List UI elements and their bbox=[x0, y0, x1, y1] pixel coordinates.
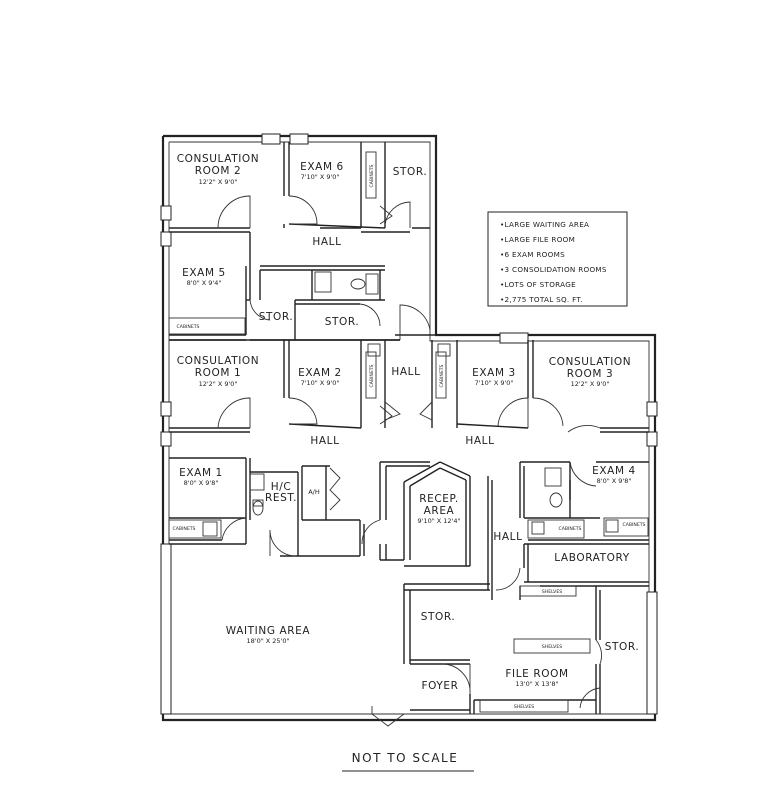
cabinets-label: CABINETS bbox=[369, 364, 375, 387]
consultation1-dimensions: 12'2" X 9'0" bbox=[199, 380, 238, 388]
windows bbox=[160, 133, 658, 715]
reception-name-line2: AREA bbox=[424, 505, 455, 517]
consultation1-name-line2: ROOM 1 bbox=[195, 367, 242, 379]
feature-item: •LARGE WAITING AREA bbox=[500, 220, 589, 229]
exam6-name: EXAM 6 bbox=[300, 161, 344, 173]
waiting-name: WAITING AREA bbox=[226, 625, 311, 637]
exam5-name: EXAM 5 bbox=[182, 267, 226, 279]
cabinets-label: CABINETS bbox=[559, 526, 582, 532]
exam5-dimensions: 8'0" X 9'4" bbox=[187, 279, 222, 287]
fixture-labels: CABINETS CABINETS CABINETS CABINETS CABI… bbox=[173, 164, 646, 710]
cabinets-label: CABINETS bbox=[439, 364, 445, 387]
consultation2-name-line2: ROOM 2 bbox=[195, 165, 242, 177]
reception-dimensions: 9'10" X 12'4" bbox=[418, 517, 461, 525]
exam1-name: EXAM 1 bbox=[179, 467, 223, 479]
cabinets-label: CABINETS bbox=[623, 522, 646, 528]
scale-note-text: NOT TO SCALE bbox=[352, 751, 459, 765]
hall-lower-name: HALL bbox=[493, 531, 522, 543]
laboratory-name: LABORATORY bbox=[554, 552, 630, 564]
feature-item: •LARGE FILE ROOM bbox=[500, 235, 575, 244]
consultation3-name-line1: CONSULATION bbox=[549, 356, 632, 368]
hall-middle-left-name: HALL bbox=[310, 435, 339, 447]
hall-vertical-name: HALL bbox=[391, 366, 420, 378]
consultation2-name-line1: CONSULATION bbox=[177, 153, 260, 165]
scale-note: NOT TO SCALE bbox=[342, 751, 474, 772]
exam4-dimensions: 8'0" X 9'8" bbox=[597, 477, 632, 485]
room-labels: CONSULATION ROOM 2 12'2" X 9'0" EXAM 6 7… bbox=[177, 153, 640, 692]
consultation3-dimensions: 12'2" X 9'0" bbox=[571, 380, 610, 388]
stor-top-name: STOR. bbox=[393, 166, 428, 178]
exam2-dimensions: 7'10" X 9'0" bbox=[301, 379, 340, 387]
fixtures bbox=[168, 151, 649, 713]
consultation2-dimensions: 12'2" X 9'0" bbox=[199, 178, 238, 186]
cabinets-label: CABINETS bbox=[369, 164, 375, 187]
reception-name-line1: RECEP. bbox=[419, 493, 459, 505]
file-room-dimensions: 13'0" X 13'8" bbox=[516, 680, 559, 688]
exam3-dimensions: 7'10" X 9'0" bbox=[475, 379, 514, 387]
exam2-name: EXAM 2 bbox=[298, 367, 342, 379]
exam1-dimensions: 8'0" X 9'8" bbox=[184, 479, 219, 487]
shelves-label: SHELVES bbox=[542, 589, 562, 595]
stor-right-name: STOR. bbox=[605, 641, 640, 653]
exam4-name: EXAM 4 bbox=[592, 465, 636, 477]
ah-name: A/H bbox=[308, 488, 320, 496]
cabinets-label: CABINETS bbox=[177, 324, 200, 330]
waiting-dimensions: 18'0" X 25'0" bbox=[247, 637, 290, 645]
cabinets-label: CABINETS bbox=[173, 526, 196, 532]
hc-restroom-name-line2: REST. bbox=[265, 492, 297, 504]
feature-item: •6 EXAM ROOMS bbox=[500, 250, 565, 259]
doors bbox=[217, 195, 602, 727]
shelves-label: SHELVES bbox=[542, 644, 562, 650]
feature-item: •LOTS OF STORAGE bbox=[500, 280, 576, 289]
hall-top-name: HALL bbox=[312, 236, 341, 248]
features-box: •LARGE WAITING AREA •LARGE FILE ROOM •6 … bbox=[487, 211, 628, 307]
feature-item: •2,775 TOTAL SQ. FT. bbox=[500, 295, 583, 304]
exam3-name: EXAM 3 bbox=[472, 367, 516, 379]
stor-recep-name: STOR. bbox=[421, 611, 456, 623]
consultation3-name-line2: ROOM 3 bbox=[567, 368, 614, 380]
shelves-label: SHELVES bbox=[514, 704, 534, 710]
interior-walls bbox=[169, 142, 649, 714]
file-room-name: FILE ROOM bbox=[505, 668, 568, 680]
exam6-dimensions: 7'10" X 9'0" bbox=[301, 173, 340, 181]
consultation1-name-line1: CONSULATION bbox=[177, 355, 260, 367]
stor-left-name: STOR. bbox=[259, 311, 294, 323]
hall-middle-right-name: HALL bbox=[465, 435, 494, 447]
feature-item: •3 CONSOLIDATION ROOMS bbox=[500, 265, 607, 274]
stor-mid-name: STOR. bbox=[325, 316, 360, 328]
hc-restroom-name-line1: H/C bbox=[271, 481, 292, 493]
foyer-name: FOYER bbox=[421, 680, 458, 692]
